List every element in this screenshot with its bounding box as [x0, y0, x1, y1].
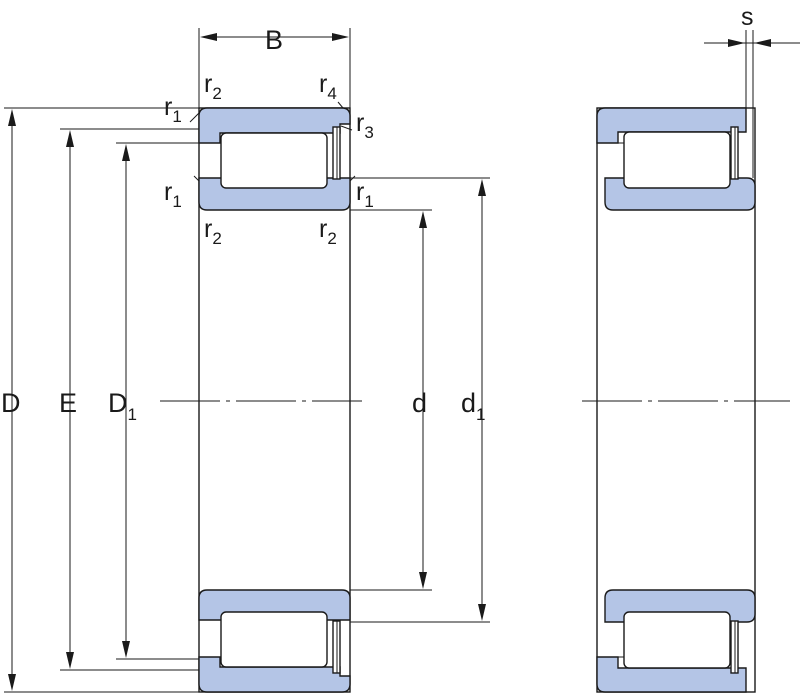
- right-top-section: [596, 107, 756, 211]
- label-E: E: [59, 388, 77, 418]
- right-view: [582, 107, 790, 693]
- label-r1-mid-right: r1: [356, 178, 374, 211]
- radius-labels: r2 r4 r1 r3 r1 r1 r2 r2: [164, 70, 374, 248]
- label-r1-top-left: r1: [164, 93, 182, 126]
- label-d1: d1: [461, 388, 486, 424]
- left-top-section: [198, 107, 351, 211]
- right-bottom-roller: [623, 611, 731, 669]
- label-r4-top-right: r4: [319, 70, 337, 103]
- left-top-roller: [220, 132, 328, 189]
- dimension-lines: [4, 28, 800, 693]
- right-bottom-section: [596, 589, 756, 693]
- label-D: D: [1, 388, 21, 418]
- dimension-labels: D E D1 d d1 B s: [1, 3, 754, 424]
- label-B: B: [265, 25, 283, 55]
- left-bottom-outer-ring: [198, 656, 351, 693]
- label-r1-mid-left: r1: [164, 178, 182, 211]
- left-bottom-section: [198, 589, 351, 693]
- label-r2-bottom-right: r2: [319, 215, 337, 248]
- label-r3-top-right: r3: [356, 109, 374, 142]
- right-top-outer-ring: [596, 107, 747, 144]
- label-r2-top-left: r2: [204, 70, 222, 103]
- right-top-roller: [623, 131, 731, 189]
- label-r2-bottom-left: r2: [204, 215, 222, 248]
- label-d: d: [412, 388, 427, 418]
- left-bottom-roller: [220, 611, 328, 668]
- label-s: s: [741, 3, 754, 31]
- label-D1: D1: [108, 388, 137, 424]
- left-section-view: [160, 107, 362, 693]
